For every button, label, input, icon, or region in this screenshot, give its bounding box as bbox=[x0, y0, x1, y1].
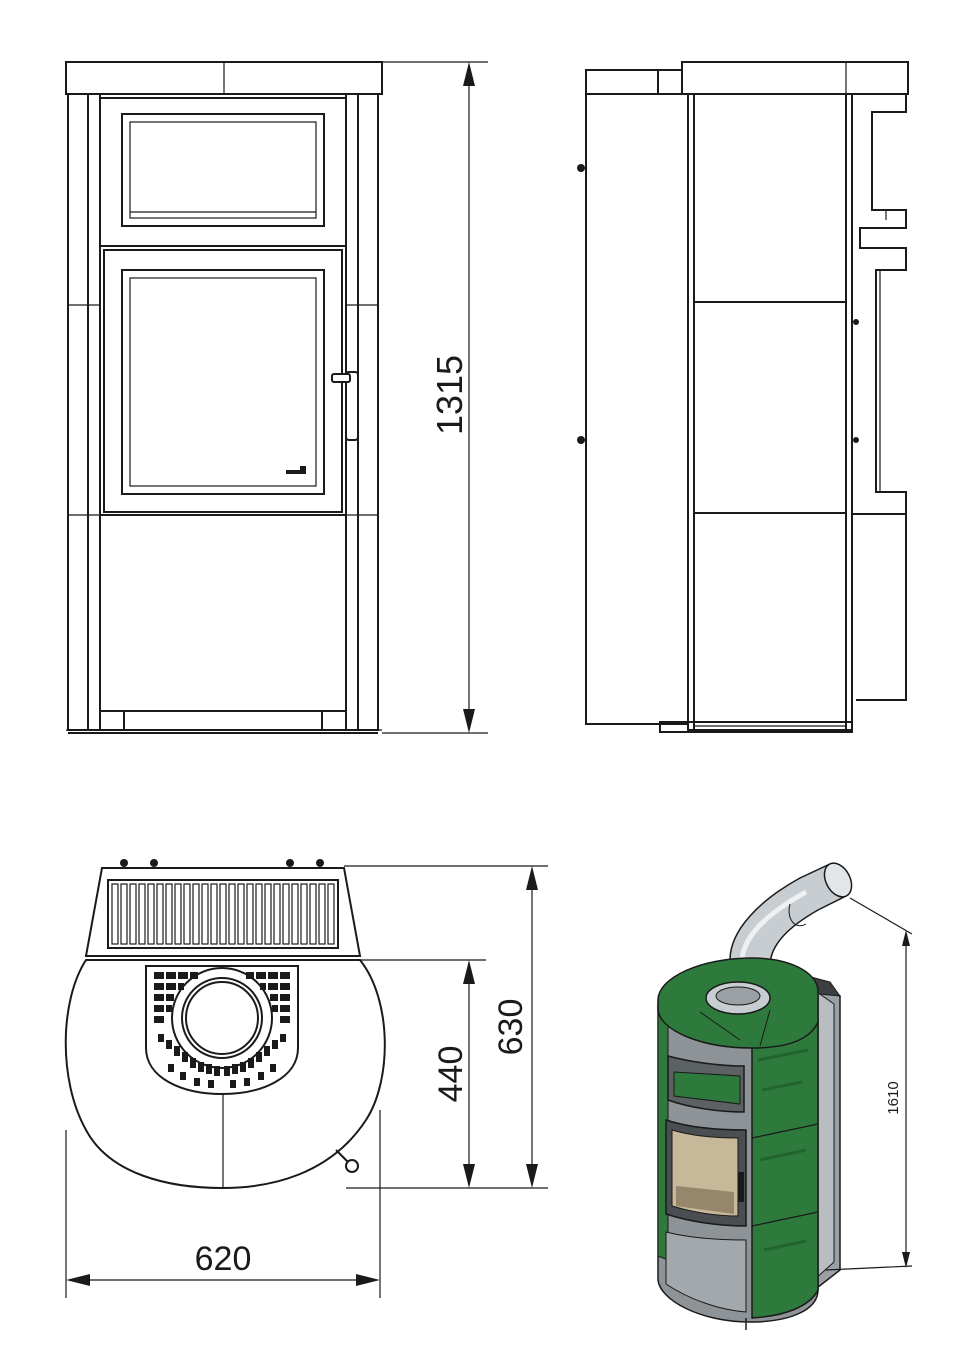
label-620: 620 bbox=[195, 1240, 252, 1278]
green-tiles bbox=[751, 1019, 819, 1319]
logo-mark bbox=[286, 466, 306, 474]
top-handle-knob bbox=[345, 1159, 359, 1173]
flue-ring-outer bbox=[171, 967, 273, 1069]
dimension-height-front: 1315 bbox=[382, 61, 488, 734]
side-front-profile bbox=[852, 93, 907, 515]
flue-ring-inner bbox=[185, 981, 259, 1055]
front-door bbox=[103, 249, 343, 513]
front-upper-panel bbox=[99, 97, 347, 247]
dimension-depth-body: 440 bbox=[360, 959, 486, 1188]
label-440: 440 bbox=[432, 1046, 470, 1103]
brick-pattern bbox=[154, 972, 290, 1088]
top-view bbox=[64, 859, 386, 1190]
door-handle bbox=[345, 371, 359, 441]
side-top-plate bbox=[681, 61, 909, 95]
front-lower-panel bbox=[99, 514, 347, 712]
grille-slots bbox=[111, 883, 335, 945]
front-body bbox=[67, 93, 379, 731]
combustion-chamber bbox=[145, 965, 299, 1096]
front-door-window bbox=[121, 269, 325, 495]
label-1610: 1610 bbox=[885, 1081, 902, 1114]
dimension-depth-total: 630 bbox=[344, 865, 548, 1189]
dimension-width: 620 bbox=[65, 1110, 381, 1298]
side-back-body bbox=[585, 93, 689, 725]
front-view bbox=[65, 61, 383, 734]
stove-3d-view bbox=[657, 862, 853, 1330]
label-630: 630 bbox=[492, 999, 530, 1056]
dimension-flue-height: 1610 bbox=[825, 897, 913, 1271]
label-1315: 1315 bbox=[429, 355, 470, 435]
side-tiled-body bbox=[687, 93, 853, 731]
side-view bbox=[577, 61, 909, 733]
front-upper-window bbox=[121, 113, 325, 227]
